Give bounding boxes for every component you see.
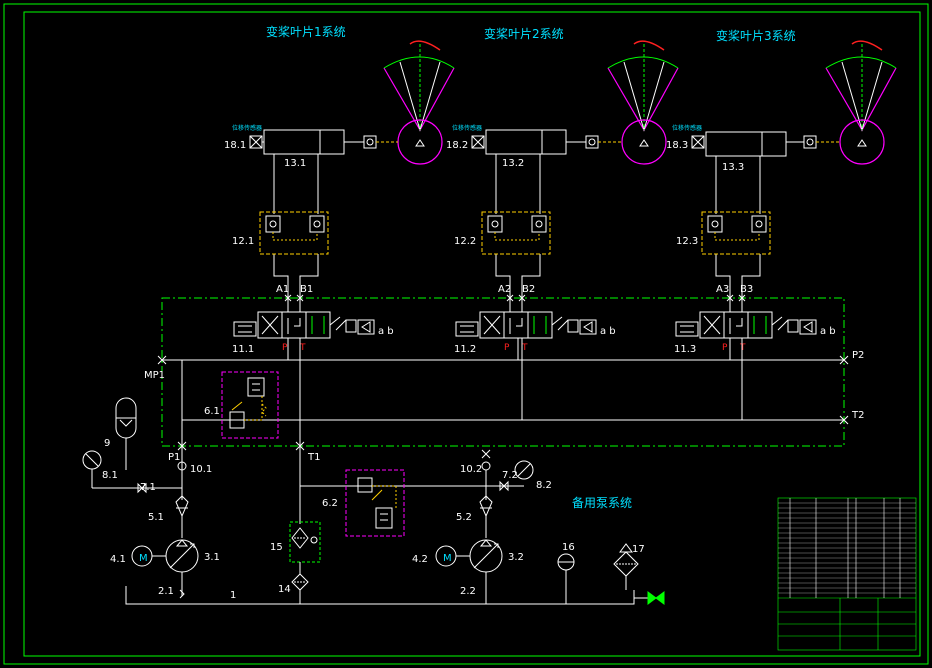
blade-system-3 bbox=[825, 40, 897, 165]
label-13-3: 13.3 bbox=[722, 162, 744, 173]
label-5-2: 5.2 bbox=[456, 512, 472, 523]
label-1: 1 bbox=[230, 590, 236, 601]
title-system-1: 变桨叶片1系统 bbox=[266, 24, 346, 39]
label-10-1: 10.1 bbox=[190, 464, 212, 475]
label-12-3: 12.3 bbox=[676, 236, 698, 247]
port-mp1: MP1 bbox=[144, 370, 165, 381]
port-b3: B3 bbox=[740, 284, 753, 295]
sensor-label-3: 位移传感器 bbox=[672, 124, 702, 132]
label-11-3: 11.3 bbox=[674, 344, 696, 355]
label-3-1: 3.1 bbox=[204, 552, 220, 563]
title-block bbox=[777, 497, 917, 651]
port-b1: B1 bbox=[300, 284, 313, 295]
label-2-2: 2.2 bbox=[460, 586, 476, 597]
motor-symbol-2: M bbox=[443, 553, 452, 564]
label-15: 15 bbox=[270, 542, 283, 553]
port-a3: A3 bbox=[716, 284, 729, 295]
directional-valve-11-2 bbox=[455, 311, 597, 339]
blade-system-2 bbox=[607, 40, 679, 165]
motor-symbol-1: M bbox=[139, 553, 148, 564]
ab-label-2: a b bbox=[600, 326, 616, 337]
title-system-3: 变桨叶片3系统 bbox=[716, 28, 796, 43]
p-port-1: P bbox=[282, 343, 288, 353]
directional-valve-11-1 bbox=[233, 311, 375, 339]
label-2-1: 2.1 bbox=[158, 586, 174, 597]
ab-label-1: a b bbox=[378, 326, 394, 337]
ab-label-3: a b bbox=[820, 326, 836, 337]
cylinder-13-2 bbox=[471, 129, 622, 155]
pump-line-2 bbox=[435, 449, 534, 604]
accumulator-9 bbox=[115, 397, 137, 446]
outer-border bbox=[3, 3, 929, 665]
check-valve-block-12-1 bbox=[259, 211, 329, 255]
label-9: 9 bbox=[104, 438, 110, 449]
port-b2: B2 bbox=[522, 284, 535, 295]
label-11-1: 11.1 bbox=[232, 344, 254, 355]
port-a1: A1 bbox=[276, 284, 289, 295]
pipes-upper bbox=[273, 154, 761, 312]
inner-border bbox=[23, 11, 921, 657]
label-6-2: 6.2 bbox=[322, 498, 338, 509]
main-lines bbox=[157, 338, 849, 451]
label-3-2: 3.2 bbox=[508, 552, 524, 563]
title-backup-pump: 备用泵系统 bbox=[572, 496, 632, 510]
label-6-1: 6.1 bbox=[204, 406, 220, 417]
pressure-gauge-8-1 bbox=[82, 450, 102, 488]
label-14: 14 bbox=[278, 584, 291, 595]
label-10-2: 10.2 bbox=[460, 464, 482, 475]
check-valve-block-12-3 bbox=[701, 211, 771, 255]
relief-valve-6-2 bbox=[345, 469, 405, 537]
cylinder-13-1 bbox=[249, 129, 398, 155]
label-16: 16 bbox=[562, 542, 575, 553]
blade-system-1 bbox=[383, 40, 455, 165]
check-valve-block-12-2 bbox=[481, 211, 551, 255]
port-a2: A2 bbox=[498, 284, 511, 295]
drain-valve-icon bbox=[647, 591, 665, 605]
label-13-1: 13.1 bbox=[284, 158, 306, 169]
title-system-2: 变桨叶片2系统 bbox=[484, 26, 564, 41]
label-18-3: 18.3 bbox=[666, 140, 688, 151]
pump-line-1 bbox=[92, 446, 635, 605]
port-t1: T1 bbox=[307, 452, 320, 463]
label-17: 17 bbox=[632, 544, 645, 555]
relief-valve-6-1 bbox=[221, 371, 279, 439]
directional-valve-11-3 bbox=[675, 311, 817, 339]
label-4-2: 4.2 bbox=[412, 554, 428, 565]
level-gauge-16 bbox=[557, 553, 575, 604]
t-port-1: T bbox=[299, 343, 306, 353]
sensor-label-1: 位移传感器 bbox=[232, 124, 262, 132]
port-p2: P2 bbox=[852, 350, 864, 361]
label-18-1: 18.1 bbox=[224, 140, 246, 151]
cylinder-13-3 bbox=[691, 131, 840, 157]
valve-manifold bbox=[161, 297, 845, 447]
label-7-1: 7.1 bbox=[140, 482, 156, 493]
p-port-3: P bbox=[722, 343, 728, 353]
port-p1: P1 bbox=[168, 452, 180, 463]
label-18-2: 18.2 bbox=[446, 140, 468, 151]
t-port-2: T bbox=[521, 343, 528, 353]
label-8-1: 8.1 bbox=[102, 470, 118, 481]
port-crosses-top bbox=[284, 294, 746, 302]
label-4-1: 4.1 bbox=[110, 554, 126, 565]
label-13-2: 13.2 bbox=[502, 158, 524, 169]
label-7-2: 7.2 bbox=[502, 470, 518, 481]
sensor-label-2: 位移传感器 bbox=[452, 124, 482, 132]
label-8-2: 8.2 bbox=[536, 480, 552, 491]
title-block-rows bbox=[778, 502, 916, 594]
label-12-2: 12.2 bbox=[454, 236, 476, 247]
port-t2: T2 bbox=[851, 410, 864, 421]
label-12-1: 12.1 bbox=[232, 236, 254, 247]
air-filter-17 bbox=[613, 543, 648, 599]
p-port-2: P bbox=[504, 343, 510, 353]
label-5-1: 5.1 bbox=[148, 512, 164, 523]
label-11-2: 11.2 bbox=[454, 344, 476, 355]
